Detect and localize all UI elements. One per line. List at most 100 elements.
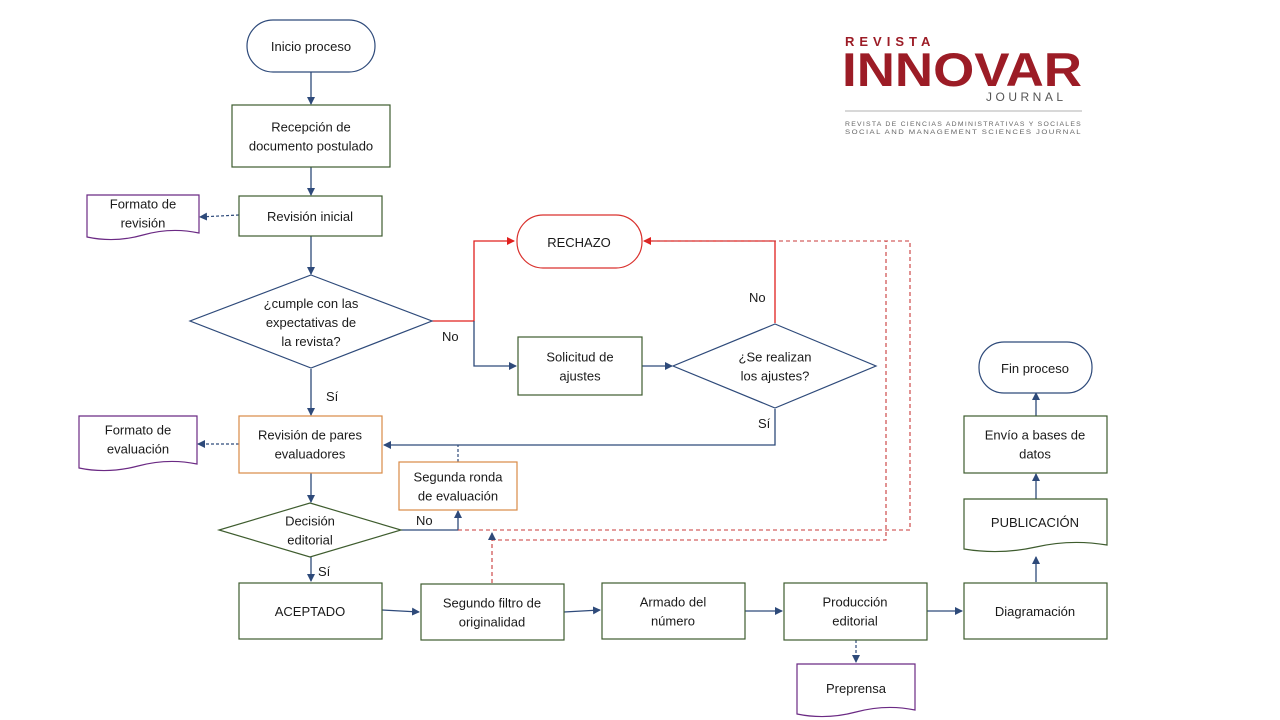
envio-line: datos (1019, 447, 1051, 462)
publicacion-line: PUBLICACIÓN (991, 515, 1079, 530)
label-no-decision: No (416, 513, 433, 528)
label-si-ajustes: Sí (758, 416, 771, 431)
node-produccion-label: Producción editorial (822, 595, 887, 629)
logo-innovar-text: INNOVAR (842, 43, 1082, 96)
node-revision-inicial (238, 195, 383, 237)
se-realizan-line: ¿Se realizan (739, 350, 812, 365)
flow-edges (197, 72, 1040, 663)
edge-filtro-rechazo-dashed (491, 241, 887, 583)
segundo-filtro-line: Segundo filtro de (443, 596, 541, 611)
node-solicitud-label: Solicitud de ajustes (546, 350, 613, 384)
node-recepcion-label: Recepción de documento postulado (249, 120, 373, 154)
label-si-decision: Sí (318, 564, 331, 579)
node-envio (963, 415, 1108, 474)
node-armado-label: Armado del número (640, 595, 707, 629)
formato-revision-line: Formato de (110, 197, 176, 212)
edge-revision-formato (199, 212, 240, 221)
logo-tagline-en: SOCIAL AND MANAGEMENT SCIENCES JOURNAL (845, 129, 1082, 136)
node-formato-evaluacion (78, 415, 198, 472)
fin-line: Fin proceso (1001, 361, 1069, 376)
node-segundo-filtro (420, 583, 565, 641)
edge-labels: No Sí No Sí No Sí (318, 290, 771, 579)
diagramacion-line: Diagramación (995, 604, 1075, 619)
recepcion-line: Recepción de (271, 120, 351, 135)
node-inicio-label: Inicio proceso (271, 39, 351, 54)
node-diagramacion-label: Diagramación (995, 604, 1075, 619)
node-se-realizan-label: ¿Se realizan los ajustes? (739, 350, 812, 384)
rechazo-line: RECHAZO (547, 235, 611, 250)
node-recepcion (231, 104, 391, 168)
revision-inicial-line: Revisión inicial (267, 209, 353, 224)
node-formato-revision (86, 194, 200, 241)
formato-evaluacion-line: Formato de (105, 423, 171, 438)
node-decision-editorial (216, 502, 404, 558)
edge-cumple-solicitud (473, 321, 517, 370)
recepcion-line: documento postulado (249, 139, 373, 154)
solicitud-line: ajustes (559, 369, 601, 384)
cumple-line: la revista? (281, 334, 340, 349)
node-publicacion (963, 498, 1108, 553)
edge-aceptado-filtro (381, 607, 420, 616)
armado-line: número (651, 614, 695, 629)
se-realizan-line: los ajustes? (741, 369, 810, 384)
node-armado (601, 582, 746, 640)
prepensa-line: Preprensa (826, 681, 887, 696)
segunda-ronda-line: Segunda ronda (414, 470, 504, 485)
label-no-ajustes: No (749, 290, 766, 305)
node-fin (978, 341, 1093, 394)
revision-pares-line: evaluadores (275, 447, 346, 462)
node-revision-pares (238, 415, 383, 474)
node-inicio (246, 19, 376, 73)
node-segunda-ronda (398, 461, 518, 511)
node-revision-inicial-label: Revisión inicial (267, 209, 353, 224)
node-formato-evaluacion-label: Formato de evaluación (105, 423, 171, 457)
node-aceptado-label: ACEPTADO (275, 604, 346, 619)
node-prepensa (796, 663, 916, 718)
innovar-logo: REVISTA INNOVAR JOURNAL REVISTA DE CIENC… (842, 34, 1082, 136)
cumple-line: ¿cumple con las (264, 296, 359, 311)
formato-evaluacion-line: evaluación (107, 442, 169, 457)
node-produccion (783, 582, 928, 641)
armado-line: Armado del (640, 595, 707, 610)
node-publicacion-label: PUBLICACIÓN (991, 515, 1079, 530)
segunda-ronda-line: de evaluación (418, 489, 498, 504)
node-envio-label: Envío a bases de datos (985, 428, 1085, 462)
node-rechazo (516, 214, 643, 269)
inicio-line: Inicio proceso (271, 39, 351, 54)
label-si-cumple: Sí (326, 389, 339, 404)
node-diagramacion (963, 582, 1108, 640)
edge-filtro-armado (563, 606, 601, 615)
solicitud-line: Solicitud de (546, 350, 613, 365)
node-formato-revision-label: Formato de revisión (110, 197, 176, 231)
edge-cumple-rechazo (432, 237, 515, 322)
logo-journal-text: JOURNAL (986, 90, 1067, 104)
revision-pares-line: Revisión de pares (258, 428, 363, 443)
segundo-filtro-line: originalidad (459, 615, 526, 630)
edge-serealizan-pares (383, 409, 776, 449)
node-aceptado (238, 582, 383, 640)
label-no-cumple: No (442, 329, 459, 344)
edge-serealizan-rechazo (643, 237, 776, 323)
node-prepensa-label: Preprensa (826, 681, 887, 696)
decision-line: editorial (287, 533, 333, 548)
node-segundo-filtro-label: Segundo filtro de originalidad (443, 596, 541, 630)
cumple-line: expectativas de (266, 315, 356, 330)
produccion-line: Producción (822, 595, 887, 610)
node-fin-label: Fin proceso (1001, 361, 1069, 376)
logo-revista-text: REVISTA (845, 34, 935, 49)
node-rechazo-label: RECHAZO (547, 235, 611, 250)
flow-nodes: Inicio proceso RECHAZO Fin proceso Recep… (78, 19, 1108, 718)
decision-line: Decisión (285, 514, 335, 529)
edge-decision-rechazo-dashed (458, 240, 911, 531)
envio-line: Envío a bases de (985, 428, 1085, 443)
formato-revision-line: revisión (121, 216, 166, 231)
aceptado-line: ACEPTADO (275, 604, 346, 619)
node-cumple-decision (188, 274, 434, 369)
node-se-realizan-decision (671, 323, 878, 409)
node-solicitud (517, 336, 643, 396)
logo-tagline-es: REVISTA DE CIENCIAS ADMINISTRATIVAS Y SO… (845, 121, 1082, 128)
produccion-line: editorial (832, 614, 878, 629)
node-segunda-ronda-label: Segunda ronda de evaluación (414, 470, 504, 504)
node-cumple-label: ¿cumple con las expectativas de la revista… (264, 296, 359, 349)
